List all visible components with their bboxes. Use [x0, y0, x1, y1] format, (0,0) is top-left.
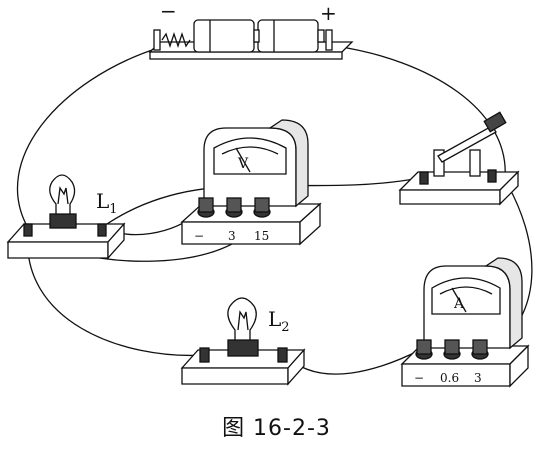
battery-cell-1 [193, 19, 255, 53]
lamp1-socket [49, 213, 77, 229]
switch-handle [483, 111, 507, 133]
ammeter-terminal-label-0.6: 0.6 [440, 371, 459, 385]
ammeter: A − 0.6 3 [400, 257, 530, 388]
lamp-l2: L2 [180, 297, 306, 386]
voltmeter-needle [235, 147, 251, 173]
voltmeter-terminal-15 [253, 197, 271, 218]
lamp-l1: L1 [6, 174, 126, 260]
voltmeter-terminal-neg [197, 197, 215, 218]
ammeter-terminal-neg [415, 339, 433, 360]
lamp1-filament [57, 186, 69, 205]
voltmeter-scale [221, 146, 279, 155]
figure-caption: 图 16-2-3 [222, 416, 331, 441]
ammeter-terminal-0.6 [443, 339, 461, 360]
battery-spring [161, 31, 191, 49]
ammeter-scale [439, 286, 493, 295]
lamp2-socket [227, 339, 259, 357]
lamp2-filament [237, 310, 249, 331]
switch-base-front [399, 189, 501, 205]
wire-lamp2-to-ammeter [284, 349, 421, 375]
voltmeter-terminal-label-3: 3 [228, 229, 236, 243]
lamp1-bulb [49, 174, 76, 215]
wire-battery-to-lamp1 [16, 47, 159, 229]
lamp1-base-front [7, 241, 109, 259]
switch-clip [469, 149, 481, 177]
ammeter-terminal-3 [471, 339, 489, 360]
lamp2-base-front [181, 367, 289, 385]
switch-base-top [398, 171, 520, 191]
battery-cell-2-cap [317, 29, 325, 43]
voltmeter-dial [213, 137, 287, 175]
wire-battery-to-switch [334, 45, 506, 179]
ammeter-base-side [509, 344, 529, 388]
battery-cell-2 [257, 19, 319, 53]
lamp1-terminal-right [97, 223, 107, 237]
lamp2-terminal-right [277, 347, 288, 363]
battery-post-right [325, 29, 333, 51]
switch-base-side [499, 170, 519, 206]
lamp1-base-side [107, 222, 125, 260]
lamp2-label: L2 [268, 307, 290, 335]
battery-holder: − + [148, 0, 354, 60]
battery-cell-1-cap [253, 29, 260, 43]
ammeter-housing-side [483, 257, 523, 350]
switch-blade [437, 125, 497, 163]
ammeter-terminal-label-neg: − [414, 371, 424, 385]
battery-post-left [153, 29, 161, 51]
lamp2-base-side [287, 348, 305, 386]
voltmeter-terminal-label-neg: − [194, 229, 204, 243]
knife-switch [398, 111, 520, 206]
voltmeter-base-side [299, 202, 321, 246]
lamp1-label: L1 [96, 189, 118, 217]
voltmeter-terminal-label-15: 15 [254, 229, 269, 243]
lamp2-bulb [227, 297, 257, 341]
wire-lamp1-to-lamp2 [27, 231, 206, 357]
circuit-diagram: − + V [6, 0, 533, 388]
lamp2-terminal-left [199, 347, 210, 363]
battery-plus-label: + [320, 1, 337, 25]
voltmeter-housing-side [267, 119, 309, 208]
voltmeter-terminal-3 [225, 197, 243, 218]
battery-base-front [149, 51, 343, 60]
switch-terminal-right [487, 169, 497, 183]
ammeter-needle [451, 287, 467, 313]
voltmeter: V − 3 15 [180, 119, 322, 246]
ammeter-dial [431, 277, 501, 315]
voltmeter-dial-label: V [237, 156, 249, 172]
switch-terminal-left [419, 171, 429, 185]
lamp1-terminal-left [23, 223, 33, 237]
battery-minus-label: − [160, 0, 177, 23]
ammeter-dial-label: A [453, 296, 465, 312]
switch-hinge [433, 149, 445, 177]
ammeter-terminal-label-3: 3 [474, 371, 482, 385]
